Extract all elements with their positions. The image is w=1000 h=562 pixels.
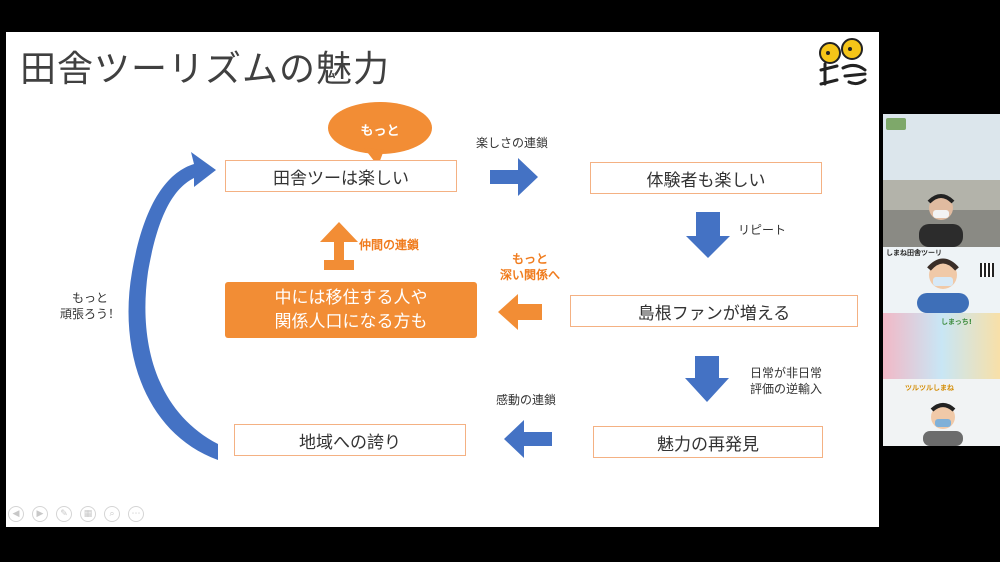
label-ganbaro-1: もっと xyxy=(71,291,108,305)
label-fukai-1: もっと xyxy=(511,252,548,266)
participant-tile-1[interactable] xyxy=(883,114,1000,180)
bubble-text: もっと xyxy=(360,124,400,139)
participant-name-label: ツルツルしまね xyxy=(905,384,954,392)
label-ganbaro-2: 頑張ろう！ xyxy=(59,307,120,321)
participant-tile-4[interactable]: しまっち! xyxy=(883,313,1000,379)
slide-title: 田舎ツーリズムの魅力 xyxy=(20,49,391,90)
person-avatar xyxy=(919,194,963,247)
arrow-up-orange xyxy=(320,222,358,270)
label-nichijo-2: 評価の逆輸入 xyxy=(750,382,823,396)
slide: 田舎ツーリズムの魅力 もっと 田舎ツーは楽しい 体験者も楽しい 島根ファ xyxy=(6,32,879,527)
arrow-left-orange xyxy=(498,294,542,330)
participant-tile-5[interactable]: ツルツルしまね xyxy=(883,379,1000,446)
label-nichijo-1: 日常が非日常 xyxy=(750,366,823,380)
participant-name-label: しまっち! xyxy=(941,318,972,326)
diagram-arrows xyxy=(128,152,730,460)
next-icon[interactable]: ▶ xyxy=(32,506,48,522)
pen-icon[interactable]: ✎ xyxy=(56,506,72,522)
prev-icon[interactable]: ◀ xyxy=(8,506,24,522)
slide-logo xyxy=(815,36,871,92)
box-shimane: 島根ファンが増える xyxy=(570,295,858,327)
label-nakama: 仲間の連鎖 xyxy=(359,238,420,252)
person-avatar xyxy=(917,258,969,313)
more-icon[interactable]: ⋯ xyxy=(128,506,144,522)
qr-code-icon xyxy=(980,263,994,277)
arrow-down-nichijo xyxy=(685,356,729,402)
zoom-icon[interactable]: ⌕ xyxy=(104,506,120,522)
box-taiken: 体験者も楽しい xyxy=(590,162,822,194)
box-inaka: 田舎ツーは楽しい xyxy=(225,160,457,192)
tile-logo-icon xyxy=(886,118,906,130)
label-repeat: リピート xyxy=(738,223,787,237)
slides-icon[interactable]: ▦ xyxy=(80,506,96,522)
speech-bubble: もっと xyxy=(324,100,436,168)
box-naka-line1: 中には移住する人や xyxy=(274,288,428,308)
box-naka-line2: 関係人口になる方も xyxy=(274,312,428,332)
participant-tile-2[interactable] xyxy=(883,180,1000,247)
box-miryoku: 魅力の再発見 xyxy=(593,426,823,458)
label-kando: 感動の連鎖 xyxy=(496,393,557,407)
arrow-down-repeat xyxy=(686,212,730,258)
label-tanoshisa: 楽しさの連鎖 xyxy=(476,136,549,150)
curved-return-arrow xyxy=(128,152,218,460)
participant-tile-3[interactable]: しまね田舎ツーリ xyxy=(883,247,1000,313)
arrow-left-kando xyxy=(504,420,552,458)
arrow-right-top xyxy=(490,158,538,196)
person-avatar xyxy=(923,403,963,446)
participant-name-label: しまね田舎ツーリ xyxy=(886,249,942,257)
participant-sidebar: しまね田舎ツーリ しまっち! ツルツルしまね xyxy=(883,114,1000,446)
label-fukai-2: 深い関係へ xyxy=(499,268,560,282)
box-chiiki: 地域への誇り xyxy=(234,424,466,456)
box-naka: 中には移住する人や 関係人口になる方も xyxy=(225,282,477,338)
